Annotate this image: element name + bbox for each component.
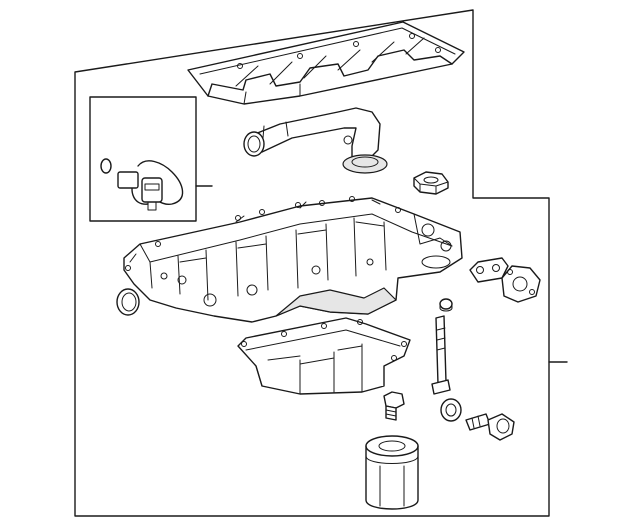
filter-adapter[interactable] <box>383 391 405 421</box>
short-bolt[interactable] <box>465 413 515 441</box>
diagram-frame <box>74 9 550 517</box>
cover-gasket[interactable] <box>469 257 509 283</box>
crank-seal[interactable] <box>116 288 140 316</box>
windage-tray[interactable] <box>187 21 465 105</box>
cover-plate[interactable] <box>501 265 541 303</box>
pressure-sensor-harness[interactable] <box>100 158 184 211</box>
upper-oil-pan[interactable] <box>123 196 463 323</box>
oil-filter[interactable] <box>365 435 419 510</box>
sensor-inset-box <box>89 96 197 222</box>
washer[interactable] <box>440 398 462 422</box>
long-bolt[interactable] <box>431 315 451 395</box>
drain-plug-nut[interactable] <box>413 171 449 195</box>
plug[interactable] <box>439 298 453 312</box>
oil-pickup-tube[interactable] <box>243 107 388 174</box>
lower-oil-pan[interactable] <box>237 317 411 395</box>
